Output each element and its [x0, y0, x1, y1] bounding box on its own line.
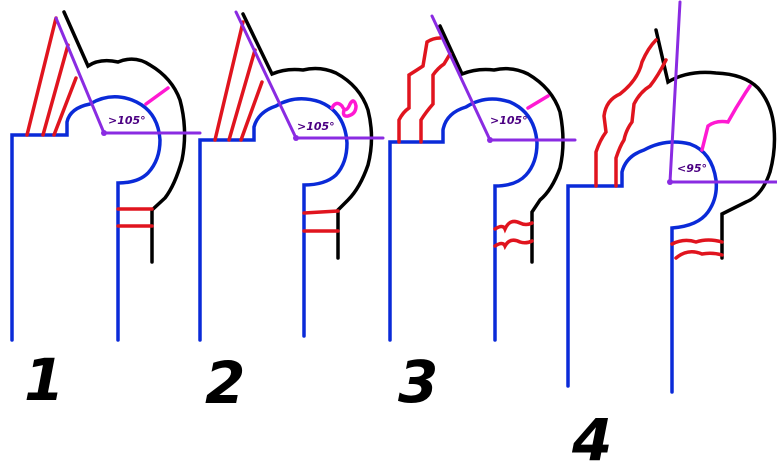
panel-4: <95° 4 — [566, 0, 777, 469]
outer-profile-line — [241, 12, 374, 260]
angle-arm — [234, 10, 298, 140]
outer-profile-line — [62, 10, 187, 264]
angle-label: >105° — [297, 120, 335, 133]
magenta-marker — [700, 84, 752, 152]
angle-label: >105° — [490, 114, 528, 127]
angle-arm — [430, 14, 492, 142]
panel-2: >105° 2 — [198, 10, 385, 417]
panel-1: >105° 1 — [10, 10, 202, 414]
inner-profile-line — [10, 95, 162, 342]
inner-profile-line — [388, 97, 539, 342]
vertex-dot — [487, 137, 493, 143]
red-hatch — [397, 36, 534, 251]
red-hatch — [594, 38, 724, 260]
magenta-marker — [330, 99, 358, 118]
angle-arm — [668, 0, 682, 184]
vertex-dot — [101, 130, 107, 136]
outer-profile-line — [438, 24, 565, 264]
panel-number: 3 — [398, 348, 438, 416]
angle-label: <95° — [677, 162, 707, 175]
magenta-marker — [144, 86, 170, 106]
panel-3: >105° 3 — [388, 14, 577, 416]
inner-profile-line — [566, 140, 719, 394]
inner-profile-line — [198, 97, 349, 342]
red-hatch — [213, 20, 340, 233]
panel-number: 1 — [24, 346, 64, 414]
red-hatch — [25, 16, 154, 228]
angle-label: >105° — [108, 114, 146, 127]
angle-arm — [54, 16, 106, 135]
magenta-marker — [526, 94, 550, 110]
panel-number: 2 — [205, 349, 245, 417]
outer-profile-line — [654, 28, 777, 260]
panel-number: 4 — [571, 406, 612, 469]
vertex-dot — [667, 179, 673, 185]
vertex-dot — [293, 135, 299, 141]
